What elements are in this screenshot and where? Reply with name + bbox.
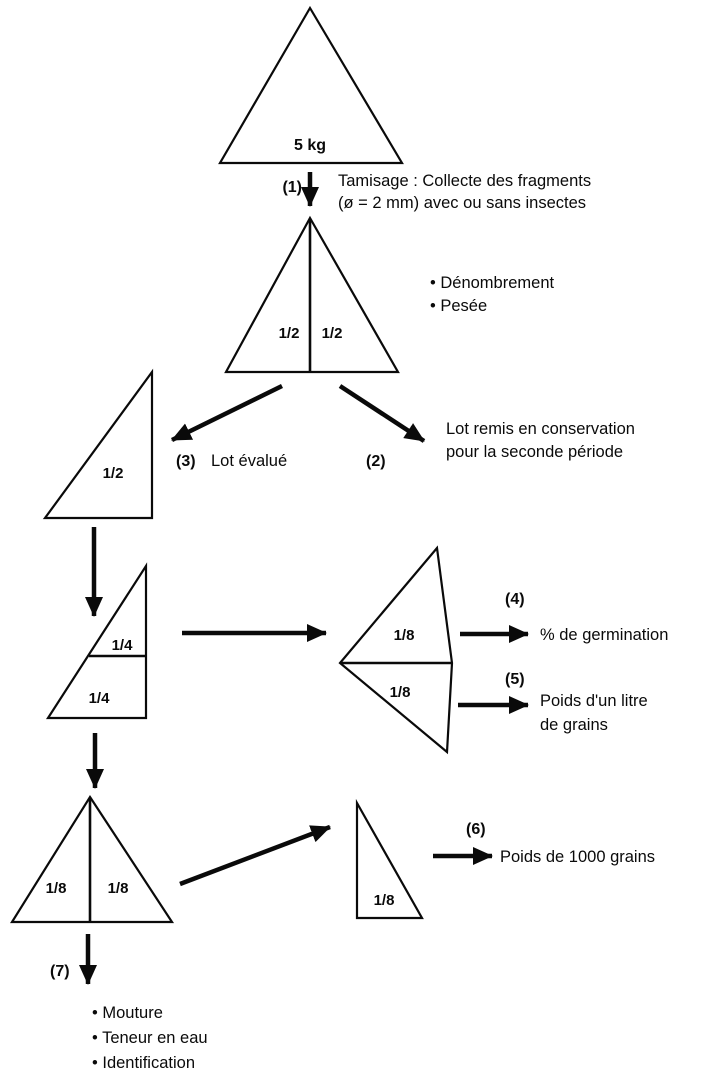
triangle-halves	[224, 215, 400, 374]
step6-number: (6)	[466, 821, 486, 838]
triangle-quarters-top-label: 1/4	[112, 637, 134, 654]
step2-note-line1: Lot remis en conservation	[446, 420, 635, 438]
step3-label: Lot évalué	[211, 452, 287, 470]
eighths-right-top-label: 1/8	[394, 627, 415, 644]
bullet-identification: • Identification	[92, 1054, 195, 1072]
step3-number: (3)	[176, 453, 196, 470]
triangle-5kg	[218, 5, 404, 165]
triangle-half-kept	[42, 368, 154, 520]
eighths-bottom-right-label: 1/8	[108, 880, 129, 897]
triangle-half-kept-label: 1/2	[103, 465, 124, 482]
step4-number: (4)	[505, 591, 525, 608]
step5-number: (5)	[505, 671, 525, 688]
eighths-bottom-left-label: 1/8	[46, 880, 67, 897]
arrow-step3	[171, 383, 283, 443]
eighths-right-bottom-label: 1/8	[390, 684, 411, 701]
triangle-halves-left-label: 1/2	[279, 325, 300, 342]
bullet-pesee: • Pesée	[430, 297, 487, 315]
step1-note-line1: Tamisage : Collecte des fragments	[338, 172, 591, 190]
step1-note-line2: (ø = 2 mm) avec ou sans insectes	[338, 194, 586, 212]
arrow-step2	[338, 384, 426, 443]
step1-number: (1)	[282, 179, 302, 196]
bullet-teneur-en-eau: • Teneur en eau	[92, 1029, 208, 1047]
arrow-bottom-to-small-eighth	[179, 824, 331, 887]
step5-note-line2: de grains	[540, 716, 608, 734]
triangle-eighths-bottom	[10, 794, 175, 924]
triangle-5kg-label: 5 kg	[294, 137, 326, 154]
triangle-quarters	[45, 562, 148, 720]
bullet-denombrement: • Dénombrement	[430, 274, 554, 292]
step2-note-line2: pour la seconde période	[446, 443, 623, 461]
triangle-eighths-right	[338, 545, 454, 755]
step6-label: Poids de 1000 grains	[500, 848, 655, 866]
step5-note-line1: Poids d'un litre	[540, 692, 648, 710]
triangle-quarters-bottom-label: 1/4	[89, 690, 111, 707]
step2-number: (2)	[366, 453, 386, 470]
bullet-mouture: • Mouture	[92, 1004, 163, 1022]
step7-number: (7)	[50, 963, 70, 980]
triangle-eighth-small-label: 1/8	[374, 892, 395, 909]
triangle-halves-right-label: 1/2	[322, 325, 343, 342]
step4-label: % de germination	[540, 626, 668, 644]
triangle-eighth-small	[355, 798, 424, 920]
